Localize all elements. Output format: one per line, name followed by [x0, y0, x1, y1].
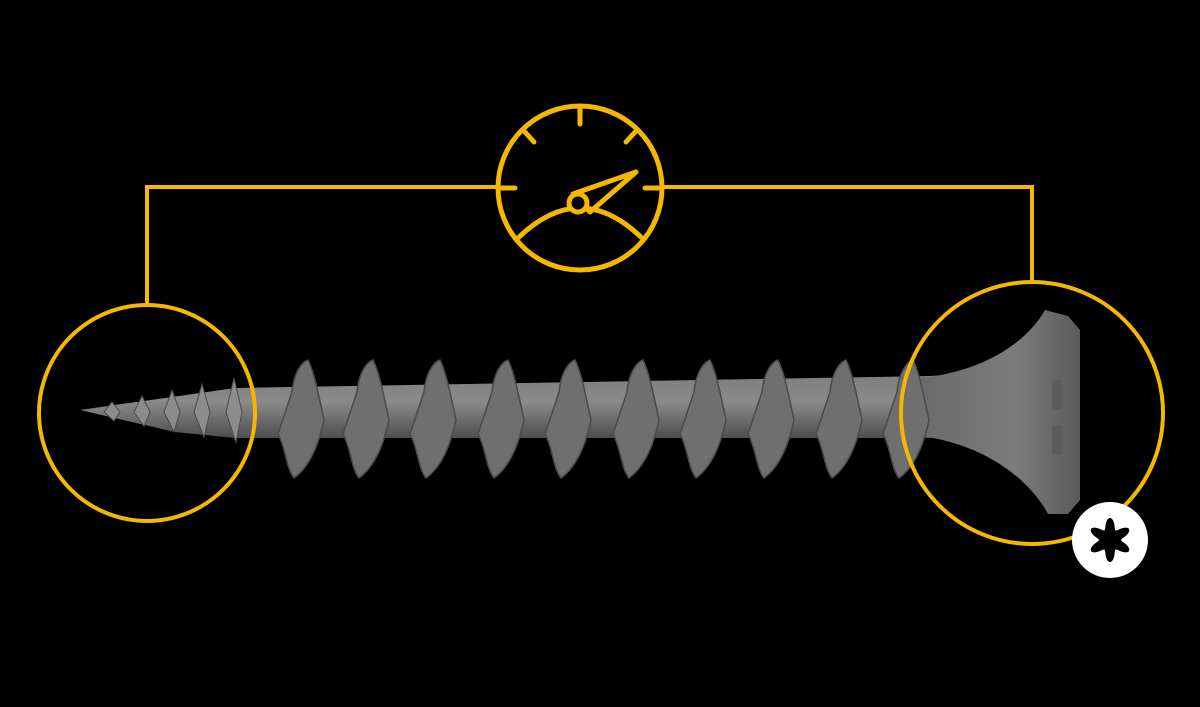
connector-line-right [663, 185, 1034, 282]
screw-tip-thread [193, 382, 211, 439]
connector-line-left [145, 185, 497, 304]
screw-thread [409, 359, 457, 480]
screw-thread [747, 359, 795, 480]
screw-thread [612, 359, 660, 480]
speedometer-icon [495, 103, 665, 273]
screw-thread [544, 359, 592, 480]
screw-thread [679, 359, 727, 480]
torx-drive-icon [1090, 518, 1130, 562]
screw-tip-thread [103, 401, 121, 422]
screw-head [920, 310, 1080, 514]
screw-thread [477, 359, 525, 480]
screw-thread [815, 359, 863, 480]
screw-tip-thread [163, 388, 181, 434]
screw-tip-thread [133, 394, 151, 428]
connector-lines [145, 185, 1034, 304]
screw-tip-thread [225, 377, 243, 445]
screw-thread [882, 359, 930, 480]
screw-head-recess [1052, 380, 1062, 455]
screw-shank [80, 372, 1000, 438]
screw-tip-threads [103, 377, 243, 445]
screw-threads [277, 359, 930, 480]
torx-drive-badge [1072, 502, 1148, 578]
screw-thread [342, 359, 390, 480]
tip-highlight-circle [37, 303, 257, 523]
head-highlight-circle [899, 280, 1165, 546]
screw-thread [277, 359, 325, 480]
screw [80, 310, 1080, 514]
